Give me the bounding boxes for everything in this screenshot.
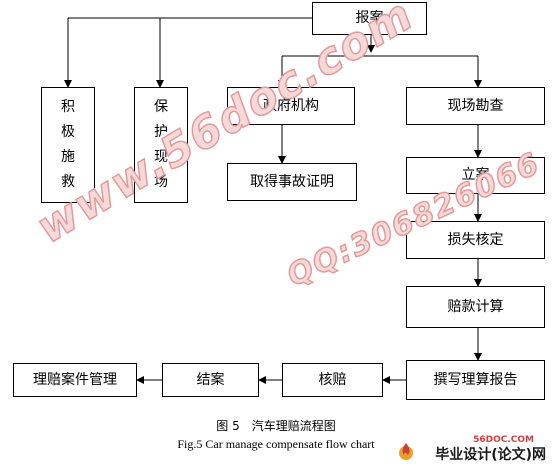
node-accident-proof: 取得事故证明: [227, 163, 357, 201]
node-active-rescue-char-4: 救: [61, 174, 75, 190]
node-compensation-calc: 赔款计算: [406, 286, 545, 328]
node-loss-assessment: 损失核定: [406, 221, 545, 259]
node-protect-scene-char-1: 保: [154, 99, 168, 115]
node-compensation-calc-label: 赔款计算: [447, 298, 504, 315]
node-settlement-label: 结案: [196, 371, 225, 388]
node-adjustment-report-label: 撰写理算报告: [433, 371, 518, 388]
node-filing: 立案: [406, 157, 545, 194]
node-report: 报案: [312, 2, 427, 35]
caption-chinese: 图 5 汽车理赔流程图: [216, 419, 336, 433]
node-protect-scene: 保 护 现 场: [134, 87, 188, 203]
node-adjustment-report: 撰写理算报告: [406, 360, 545, 400]
node-active-rescue-char-2: 极: [61, 124, 75, 140]
node-protect-scene-char-4: 场: [154, 174, 168, 190]
node-protect-scene-char-3: 现: [154, 149, 168, 165]
node-case-management-label: 理赔案件管理: [33, 371, 117, 388]
logo-title: 毕业设计(论文)网: [435, 447, 546, 463]
node-site-survey-label: 现场勘查: [447, 97, 504, 114]
node-settlement: 结案: [162, 363, 259, 397]
node-case-management: 理赔案件管理: [13, 363, 137, 397]
node-government: 政府机构: [227, 87, 355, 125]
flame-logo-icon: [399, 443, 413, 460]
node-active-rescue-char-3: 施: [61, 149, 75, 165]
node-verification-label: 核赔: [318, 371, 347, 388]
node-loss-assessment-label: 损失核定: [447, 231, 504, 248]
node-site-survey: 现场勘查: [406, 87, 545, 125]
node-active-rescue: 积 极 施 救: [41, 87, 95, 203]
node-active-rescue-char-1: 积: [61, 99, 75, 115]
node-protect-scene-char-2: 护: [154, 124, 168, 140]
node-filing-label: 立案: [461, 167, 490, 184]
node-report-label: 报案: [355, 10, 384, 27]
logo-site-name: 56DOC.COM: [473, 435, 534, 445]
caption-english: Fig.5 Car manage compensate flow chart: [177, 437, 375, 451]
site-logo: 56DOC.COM 毕业设计(论文)网: [396, 435, 546, 463]
node-government-label: 政府机构: [263, 97, 319, 114]
node-accident-proof-label: 取得事故证明: [250, 173, 334, 190]
node-verification: 核赔: [282, 363, 383, 397]
